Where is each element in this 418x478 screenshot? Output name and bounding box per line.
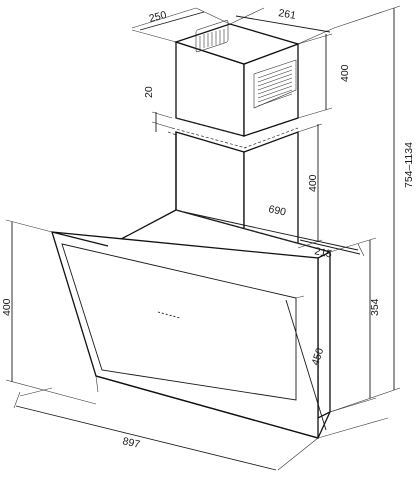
dim-chimney-overlap: 20 [143, 86, 173, 132]
dim-label-897: 897 [121, 435, 141, 451]
dim-label-690: 690 [267, 203, 287, 218]
dim-chimney-lower-height: 400 [297, 123, 323, 249]
dim-label-20: 20 [143, 86, 155, 98]
dim-label-250: 250 [148, 9, 168, 25]
dim-body-height: 354 [329, 237, 381, 413]
dim-chimney-width: 261 [229, 7, 335, 45]
dim-base-depth: 690 [183, 203, 365, 257]
dim-glass-height: 400 [1, 219, 97, 405]
dim-label-354: 354 [369, 298, 381, 316]
dim-label-450: 450 [309, 346, 326, 367]
dim-total-height: 754–1134 [329, 5, 415, 413]
dim-chimney-upper-height: 400 [297, 33, 351, 119]
dim-label-754-1134: 754–1134 [403, 142, 415, 188]
chimney-upper [173, 20, 301, 137]
hood-body [51, 231, 331, 439]
dim-wall-offset: 215 [299, 239, 361, 261]
vent-slots-top [195, 20, 229, 53]
dim-label-400-left: 400 [1, 298, 13, 316]
dim-chimney-depth: 250 [131, 7, 231, 43]
dim-label-261: 261 [277, 7, 296, 22]
dim-label-400-upper: 400 [339, 64, 351, 82]
dim-label-400-lower: 400 [307, 174, 319, 192]
dim-total-width: 897 [13, 387, 389, 471]
dim-glass-depth: 450 [285, 295, 327, 431]
dim-label-215: 215 [313, 245, 333, 260]
vent-slots-side [253, 59, 297, 109]
